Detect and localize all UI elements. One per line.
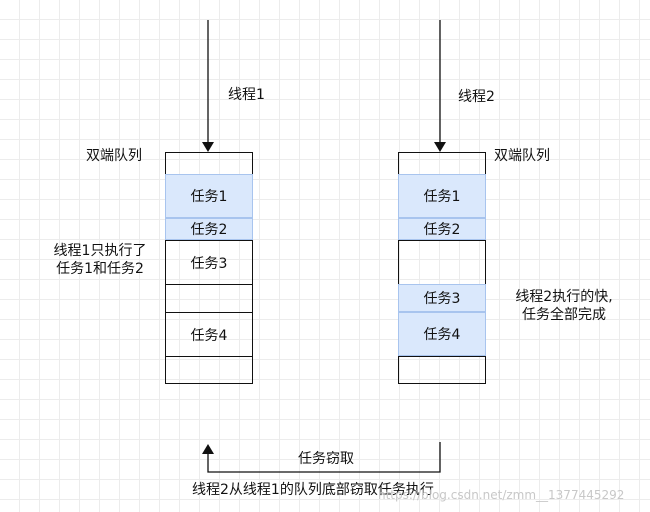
steal-arrow	[207, 442, 441, 473]
deque2-cell-7	[398, 356, 486, 384]
deque1-cell-5	[165, 284, 253, 312]
deque2-cell-1	[398, 152, 486, 174]
note-left-line2: 任务1和任务2	[56, 261, 144, 277]
watermark: https://blog.csdn.net/zmm__1377445292	[378, 488, 625, 502]
deque1-cell-7	[165, 356, 253, 384]
note-left: 线程1只执行了 任务1和任务2	[30, 242, 170, 278]
deque1-cell-6: 任务4	[165, 312, 253, 356]
deque1-cell-4: 任务3	[165, 240, 253, 284]
deque1-cell-1	[165, 152, 253, 174]
deque2-cell-6: 任务4	[398, 312, 486, 356]
steal-label: 任务窃取	[298, 451, 354, 467]
deque2-cell-2: 任务1	[398, 174, 486, 218]
deque2-cell-3: 任务2	[398, 218, 486, 240]
deque1-cell-2: 任务1	[165, 174, 253, 218]
note-left-line1: 线程1只执行了	[53, 243, 147, 259]
steal-arrowhead	[202, 444, 214, 454]
note-right-line2: 任务全部完成	[522, 307, 606, 323]
deque1-label: 双端队列	[86, 148, 142, 164]
deque1-cell-3: 任务2	[165, 218, 253, 240]
thread1-label: 线程1	[228, 87, 265, 103]
deque2-cell-4	[398, 240, 486, 284]
deque2-label: 双端队列	[494, 148, 550, 164]
deque2-cell-5: 任务3	[398, 284, 486, 312]
note-right-line1: 线程2执行的快,	[515, 289, 613, 305]
note-right: 线程2执行的快, 任务全部完成	[494, 288, 634, 324]
deque1-frame	[165, 152, 253, 384]
thread2-arrowhead	[434, 142, 446, 152]
thread2-label: 线程2	[458, 89, 495, 105]
steal-caption: 线程2从线程1的队列底部窃取任务执行	[192, 482, 434, 498]
thread1-arrowhead	[202, 142, 214, 152]
deque2-frame	[398, 152, 486, 384]
